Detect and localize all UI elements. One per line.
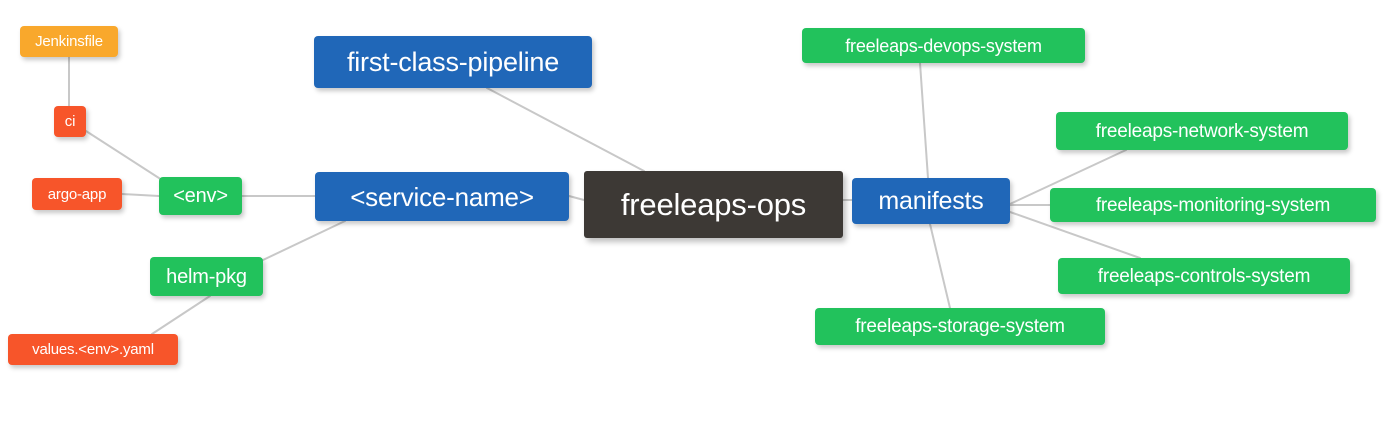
- node-service-name[interactable]: <service-name>: [315, 172, 569, 221]
- node-root[interactable]: freeleaps-ops: [584, 171, 843, 238]
- node-manifests[interactable]: manifests: [852, 178, 1010, 224]
- node-env[interactable]: <env>: [159, 177, 242, 215]
- edge-values-yaml-to-helm-pkg: [151, 295, 211, 335]
- edge-helm-pkg-to-service-name: [262, 220, 346, 261]
- edge-pipeline-to-root: [486, 87, 645, 172]
- node-storage[interactable]: freeleaps-storage-system: [815, 308, 1105, 345]
- node-helm-pkg[interactable]: helm-pkg: [150, 257, 263, 296]
- node-network[interactable]: freeleaps-network-system: [1056, 112, 1348, 150]
- edge-service-name-to-root: [568, 195, 585, 201]
- edge-argo-app-to-env: [121, 193, 160, 197]
- node-values-yaml[interactable]: values.<env>.yaml: [8, 334, 178, 365]
- node-argo-app[interactable]: argo-app: [32, 178, 122, 210]
- node-jenkinsfile[interactable]: Jenkinsfile: [20, 26, 118, 57]
- node-controls[interactable]: freeleaps-controls-system: [1058, 258, 1350, 294]
- edge-ci-to-env: [85, 130, 163, 181]
- node-monitoring[interactable]: freeleaps-monitoring-system: [1050, 188, 1376, 222]
- node-ci[interactable]: ci: [54, 106, 86, 137]
- node-devops[interactable]: freeleaps-devops-system: [802, 28, 1085, 63]
- edge-manifests-to-storage: [929, 223, 951, 309]
- edge-manifests-to-devops: [919, 62, 929, 179]
- node-pipeline[interactable]: first-class-pipeline: [314, 36, 592, 88]
